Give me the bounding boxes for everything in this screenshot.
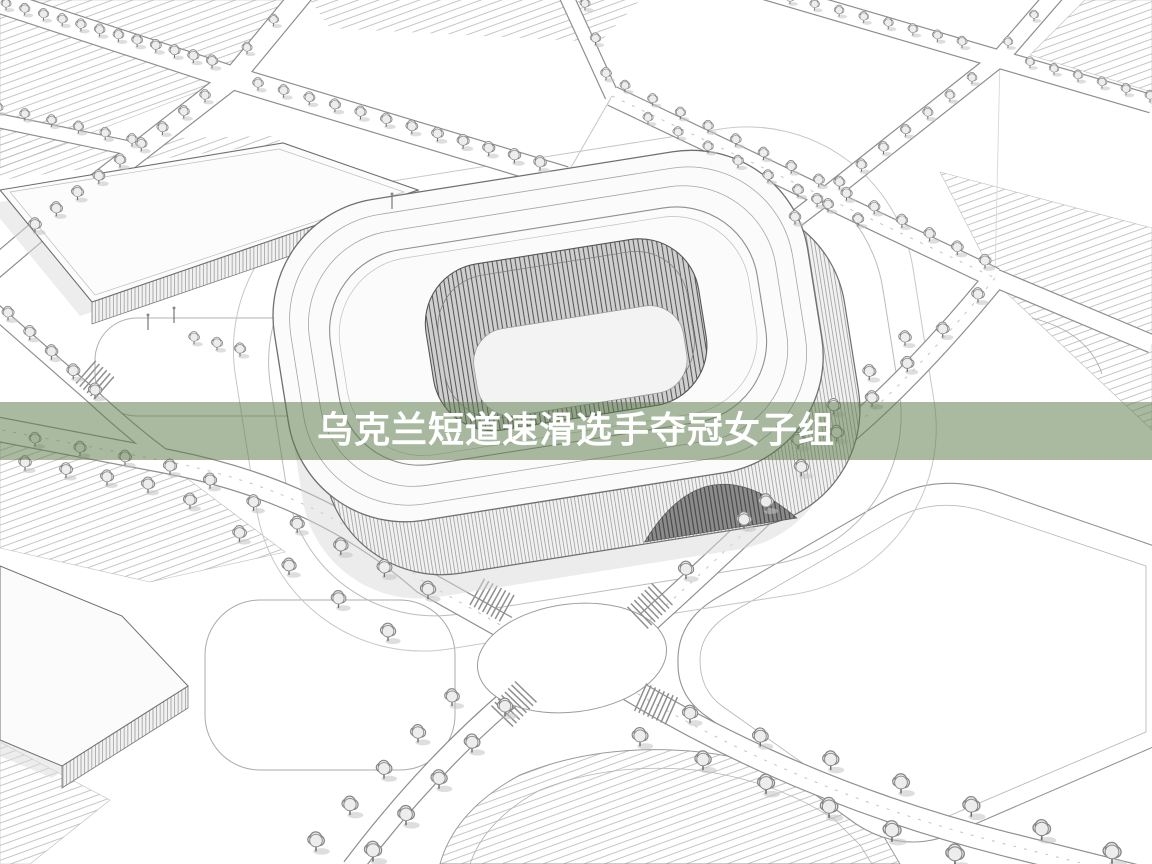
roof-contour: [308, 185, 789, 487]
crosswalk-stripe: [514, 680, 538, 703]
crosswalk-stripe: [633, 599, 656, 623]
crosswalk-stripe: [647, 586, 670, 610]
crosswalk-stripe: [633, 683, 648, 712]
crosswalk-stripe: [626, 606, 649, 630]
hatched-field: [1029, 0, 1152, 93]
lamp-post-top: [146, 313, 150, 317]
tree-icon: [375, 759, 398, 783]
building-roof: [0, 565, 189, 767]
tree-icon: [945, 843, 972, 864]
lamp-posts: [146, 192, 394, 330]
crosswalk-stripe: [630, 602, 653, 626]
tree-icon: [233, 342, 251, 360]
platform-building: [0, 565, 189, 789]
crosswalk-stripe: [651, 582, 674, 606]
crosswalk-stripe: [79, 363, 100, 388]
banner: 乌克兰短道速滑选手夺冠女子组: [0, 402, 1152, 460]
crosswalk-stripe: [490, 590, 507, 617]
field-inner-outline: [469, 767, 873, 864]
plot-inner-outline: [699, 504, 1147, 825]
crosswalks: [75, 360, 679, 728]
crosswalk-stripe: [644, 589, 667, 613]
road-centerline: [611, 95, 996, 279]
tree-icon: [281, 557, 302, 579]
crosswalk-stripe: [82, 366, 104, 391]
roof-edge-line: [9, 148, 406, 296]
crosswalk-stripe: [486, 587, 503, 615]
field-boundary: [1031, 317, 1103, 375]
plot-outline: [204, 599, 456, 771]
banner-title: 乌克兰短道速滑选手夺冠女子组: [316, 410, 835, 451]
tree-icon: [430, 768, 454, 793]
tree-icon: [862, 363, 881, 384]
lamp-post-top: [390, 192, 394, 196]
roof-contour: [289, 166, 808, 506]
road-centerline: [627, 687, 1088, 864]
road: [991, 270, 1152, 352]
hatched-field: [310, 0, 640, 42]
crosswalk-stripe: [637, 596, 660, 620]
tree-icon: [379, 622, 402, 645]
lamp-post-top: [172, 306, 176, 310]
tree-icon: [330, 589, 352, 612]
tree-icon: [444, 688, 465, 710]
crosswalk-stripe: [642, 687, 657, 716]
crosswalk-stripe: [638, 685, 652, 714]
crosswalk-stripe: [510, 684, 534, 707]
crosswalk-stripe: [660, 694, 674, 723]
tree-icon: [188, 331, 204, 347]
tree-icon: [307, 831, 331, 856]
crosswalk-stripe: [504, 691, 528, 714]
road: [0, 114, 150, 159]
tree-icon: [396, 804, 421, 830]
crosswalk-stripe: [651, 690, 665, 720]
road: [766, 0, 1152, 113]
crosswalk-stripe: [490, 705, 514, 728]
crosswalk-stripe: [664, 696, 679, 725]
tree-icon: [409, 723, 432, 747]
crosswalk-stripe: [481, 585, 498, 613]
intersection-plaza: [476, 602, 668, 714]
crosswalk-stripe: [494, 592, 511, 620]
tree-icon: [341, 795, 365, 820]
tree-icon: [210, 336, 227, 354]
field-boundary: [994, 57, 1001, 279]
field-boundary: [564, 95, 613, 179]
tree-icon: [898, 330, 917, 349]
crosswalk-stripe: [507, 687, 531, 710]
crosswalk-stripe: [655, 692, 670, 721]
tree-icon: [631, 726, 654, 751]
crosswalk-stripe: [640, 592, 663, 616]
plot-outline: [677, 482, 1152, 843]
crosswalk-stripe: [93, 376, 115, 400]
crosswalk-stripe: [498, 594, 515, 622]
crosswalk-stripe: [647, 688, 661, 718]
